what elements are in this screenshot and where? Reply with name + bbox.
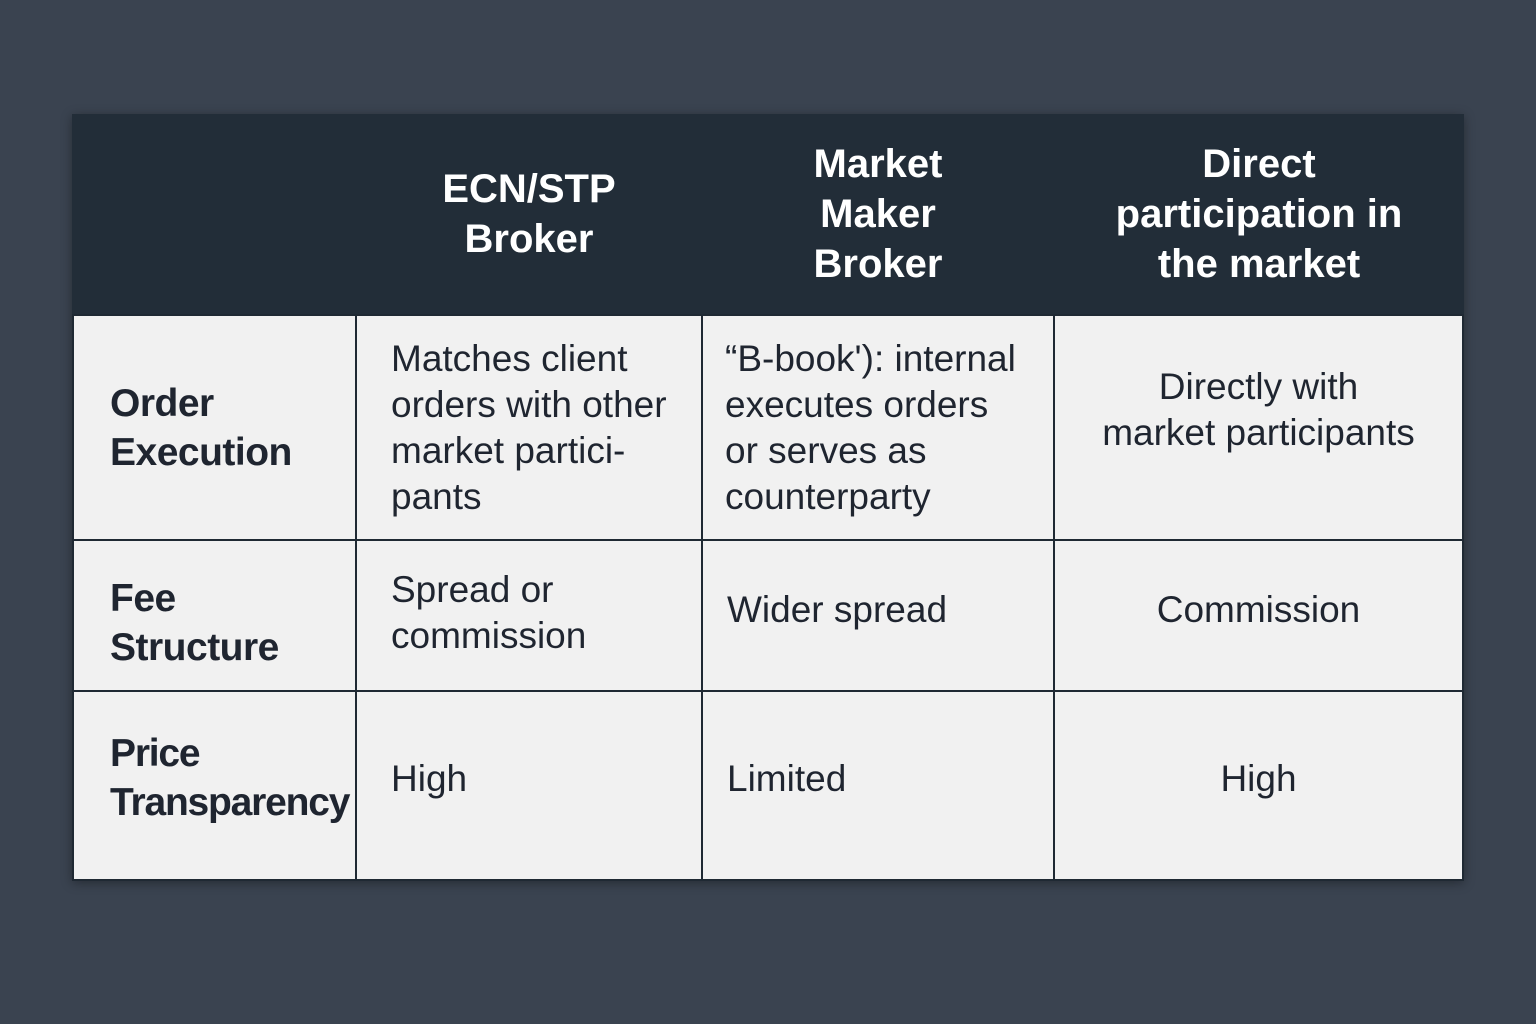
header-direct-participation: Direct participation in the market — [1115, 142, 1403, 286]
grid-line-right — [1462, 314, 1464, 881]
cell-fee-structure-ecn: Spread or commission — [391, 569, 587, 656]
cell-order-execution-market-maker: “B-book'): internal executes orders or s… — [725, 337, 1016, 517]
row-label-fee-structure: Fee Structure — [110, 576, 279, 669]
grid-line-row1-bottom — [72, 539, 1464, 541]
header-ecn-stp-broker: ECN/STP Broker — [442, 167, 616, 261]
grid-line-col1 — [355, 314, 357, 881]
cell-fee-structure-market-maker: Wider spread — [727, 588, 948, 630]
cell-price-transparency-ecn: High — [391, 757, 468, 799]
grid-line-header-bottom — [72, 314, 1464, 316]
cell-order-execution-direct: Directly with market participants — [1102, 366, 1415, 453]
cell-order-execution-ecn: Matches client orders with other market … — [391, 337, 667, 517]
cell-price-transparency-market-maker: Limited — [727, 757, 847, 799]
grid-line-row2-bottom — [72, 690, 1464, 692]
comparison-table: ECN/STP Broker Market Maker Broker Direc… — [72, 114, 1464, 881]
row-label-order-execution: Order Execution — [110, 381, 292, 474]
grid-line-col3 — [1053, 314, 1055, 881]
header-cell-empty — [72, 114, 356, 314]
header-market-maker-broker: Market Maker Broker — [813, 142, 943, 286]
table-header-row: ECN/STP Broker Market Maker Broker Direc… — [72, 114, 1464, 314]
cell-price-transparency-direct: High — [1220, 757, 1297, 799]
grid-line-table-bottom — [72, 879, 1464, 881]
row-label-price-transparency: Price Transparency — [110, 731, 350, 824]
grid-line-col2 — [701, 314, 703, 881]
cell-fee-structure-direct: Commission — [1156, 588, 1361, 630]
grid-line-left — [72, 314, 74, 881]
